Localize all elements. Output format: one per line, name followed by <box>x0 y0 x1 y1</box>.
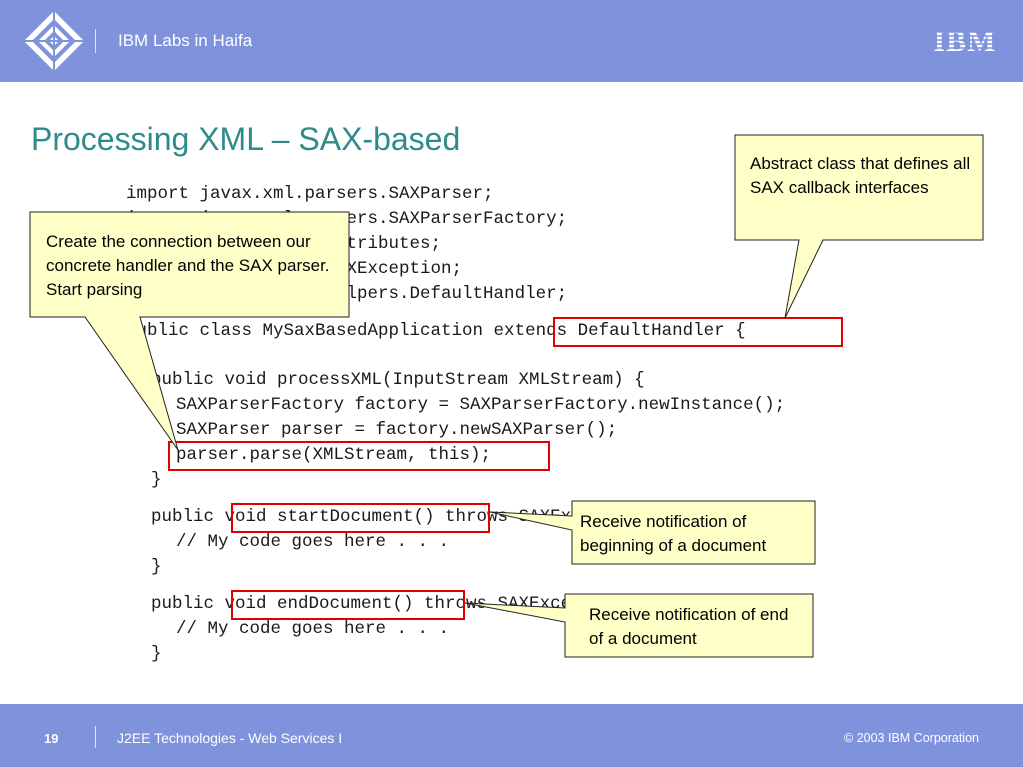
abstract-class-callout-text: Abstract class that defines all SAX call… <box>750 154 971 197</box>
code-line: } <box>151 470 162 490</box>
end-document-highlight <box>231 590 465 620</box>
code-line: } <box>151 644 162 664</box>
slide-header: IBM Labs in Haifa IBM <box>0 0 1023 82</box>
code-line: import javax.xml.parsers.SAXParser; <box>126 184 494 204</box>
abstract-class-callout <box>734 134 984 319</box>
code-line: SAXParserFactory factory = SAXParserFact… <box>176 395 786 415</box>
code-line: public void processXML(InputStream XMLSt… <box>151 370 645 390</box>
header-divider <box>95 29 96 53</box>
code-line: public class MySaxBasedApplication exten… <box>126 321 746 341</box>
start-document-highlight <box>231 503 490 533</box>
course-title: J2EE Technologies - Web Services I <box>117 730 343 746</box>
code-line: // My code goes here . . . <box>176 532 450 552</box>
page-number: 19 <box>44 731 59 746</box>
labs-logo-icon <box>24 11 84 71</box>
footer-divider <box>95 726 96 748</box>
slide-footer: 19 J2EE Technologies - Web Services I © … <box>0 704 1023 767</box>
lab-name: IBM Labs in Haifa <box>118 31 253 50</box>
code-line: SAXParser parser = factory.newSAXParser(… <box>176 420 618 440</box>
code-line: parser.parse(XMLStream, this); <box>176 445 492 465</box>
connection-callout <box>29 211 350 451</box>
parse-highlight <box>168 441 550 471</box>
end-document-callout-text: Receive notification of end of a documen… <box>589 605 789 648</box>
slide-title: Processing XML – SAX-based <box>31 121 461 157</box>
start-document-callout-text: Receive notification of beginning of a d… <box>580 512 767 555</box>
start-document-callout <box>489 500 816 565</box>
code-line: } <box>151 557 162 577</box>
connection-callout-text: Create the connection between our concre… <box>46 232 330 299</box>
copyright: © 2003 IBM Corporation <box>844 731 979 745</box>
ibm-logo-icon: IBM <box>928 27 1002 55</box>
code-line: // My code goes here . . . <box>176 619 450 639</box>
end-document-callout <box>464 593 814 658</box>
extends-highlight <box>553 317 843 347</box>
